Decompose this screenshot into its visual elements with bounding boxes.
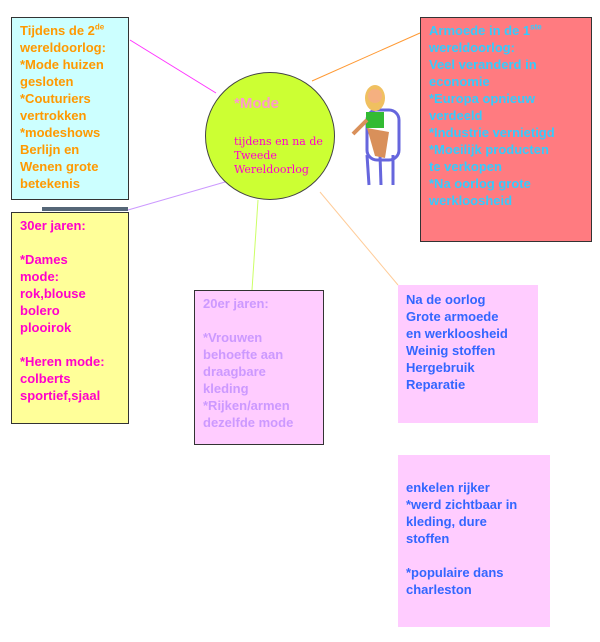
center-ellipse: *Mode tijdens en na de Tweede Wereldoorl… xyxy=(205,72,335,200)
after-war-text: Na de oorlog Grote armoede en werklooshe… xyxy=(406,292,508,392)
connector-ww1 xyxy=(311,32,421,82)
connector-after-war xyxy=(319,191,399,286)
after-war-box: Na de oorlog Grote armoede en werklooshe… xyxy=(398,285,538,423)
image-strip xyxy=(42,207,128,211)
twenties-box: 20er jaren: *Vrouwen behoefte aan draagb… xyxy=(194,290,324,445)
rich-box: enkelen rijker *werd zichtbaar in kledin… xyxy=(398,455,550,627)
ww1-text: wereldoorlog: Veel veranderd in economie… xyxy=(429,40,555,208)
ww2-box: Tijdens de 2de wereldoorlog: *Mode huizen… xyxy=(11,17,129,200)
rich-text: enkelen rijker *werd zichtbaar in kledin… xyxy=(406,480,518,597)
woman-on-chair-icon xyxy=(351,85,401,186)
thirties-text: 30er jaren: *Dames mode: rok,blouse bole… xyxy=(20,218,105,403)
ww2-title: Tijdens de 2 xyxy=(20,23,95,38)
ww1-title-sup: ste xyxy=(530,22,542,32)
thirties-box: 30er jaren: *Dames mode: rok,blouse bole… xyxy=(11,212,129,424)
connector-thirties xyxy=(127,181,226,211)
ww2-text: wereldoorlog: *Mode huizen gesloten *Cou… xyxy=(20,40,106,191)
ww1-title: Armoede in de 1 xyxy=(429,23,531,38)
connector-twenties xyxy=(251,199,259,291)
center-subtitle: tijdens en na de Tweede Wereldoorlog xyxy=(234,135,323,176)
twenties-text: 20er jaren: *Vrouwen behoefte aan draagb… xyxy=(203,296,294,430)
center-title: *Mode xyxy=(234,95,279,112)
connector-ww2 xyxy=(129,39,217,94)
ww1-box: Armoede in de 1ste wereldoorlog: Veel ver… xyxy=(420,17,592,242)
ww2-title-sup: de xyxy=(94,22,105,32)
